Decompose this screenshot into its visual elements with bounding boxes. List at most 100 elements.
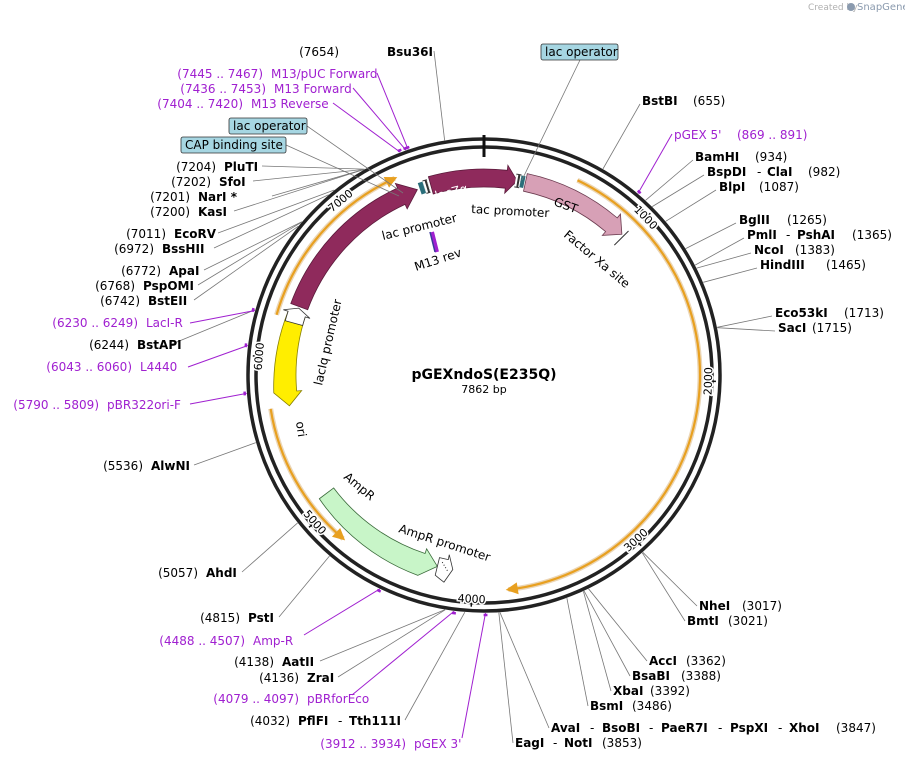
site-name: PspOMI	[143, 279, 194, 293]
credit-brand: SnapGene	[857, 2, 905, 13]
site-leader-line	[645, 159, 694, 201]
primer-pos: (7445 .. 7467)	[177, 67, 263, 81]
site-name: NotI	[564, 736, 593, 750]
site-name: NarI *	[198, 190, 238, 204]
primer-name: pBR322ori-F	[107, 398, 181, 412]
site-name: BamHI	[695, 150, 739, 164]
primer-name: M13/pUC Forward	[271, 67, 378, 81]
site-name: NcoI	[754, 243, 784, 257]
site-leader-line	[171, 309, 256, 345]
tick-label: 6000	[252, 342, 267, 371]
primer-leader-line	[303, 588, 381, 636]
orf-arc-gst-halo	[508, 178, 703, 593]
site-leader-line	[261, 165, 365, 170]
primer-pos: (6043 .. 6060)	[46, 360, 132, 374]
feature-lacZa-arrow	[427, 164, 518, 195]
orf-arc-ampr	[269, 408, 344, 540]
site-leader-line	[319, 609, 445, 662]
site-name: BsaBI	[632, 669, 670, 683]
tick-label: 5000	[301, 508, 329, 538]
site-leader-line	[337, 609, 446, 678]
primer-name: LacI-R	[146, 316, 183, 330]
site-sep: -	[778, 721, 782, 735]
site-leader-line	[197, 221, 302, 286]
site-pos: (982)	[808, 165, 840, 179]
cap-binding-leader	[285, 144, 400, 197]
tick-label: 2000	[702, 367, 716, 395]
site-leader-line	[213, 194, 329, 249]
site-name: ZraI	[307, 671, 334, 685]
orf-arc-gst	[508, 179, 702, 591]
site-pos: (3388)	[681, 669, 721, 683]
site-name: NheI	[699, 599, 730, 613]
feature-lacI-label: lacI	[334, 252, 354, 276]
site-pos: (1087)	[759, 180, 799, 194]
site-leader-line	[694, 237, 745, 266]
site-name: BspDI	[707, 165, 746, 179]
site-leader-line	[583, 590, 631, 677]
orf-arc-laci	[275, 177, 396, 316]
site-sep: -	[786, 228, 790, 242]
site-pos: (7204)	[176, 160, 216, 174]
lac-operator-left-label: lac operator	[233, 119, 306, 133]
site-name: PflFI	[298, 714, 328, 728]
site-pos: (5536)	[103, 459, 143, 473]
site-leader-line	[203, 221, 303, 271]
site-name: PspXI	[730, 721, 768, 735]
feature-ampr-promoter-arrow	[434, 554, 454, 583]
site-sep: -	[718, 721, 722, 735]
site-name: AatII	[282, 655, 314, 669]
primer-name: pGEX 3'	[414, 737, 461, 751]
primer-binding-mark	[403, 146, 408, 151]
site-leader-line	[498, 612, 514, 744]
primer-leader-line	[637, 133, 673, 194]
site-pos: (6972)	[114, 242, 154, 256]
site-pos: (3017)	[742, 599, 782, 613]
site-name: PluTI	[224, 160, 258, 174]
primer-name: L4440	[140, 360, 177, 374]
primer-leader-line	[376, 72, 409, 150]
site-pos: (4032)	[250, 714, 290, 728]
site-pos: (7011)	[126, 227, 166, 241]
snapgene-logo-icon	[847, 3, 855, 11]
ampr-promoter-dots	[441, 561, 449, 573]
tick-label: 3000	[621, 526, 650, 555]
site-name: PmlI	[747, 228, 777, 242]
primer-name: M13 Forward	[274, 82, 352, 96]
tick-5000	[308, 520, 318, 528]
site-name: HindIII	[760, 258, 805, 272]
orf-arc-ampr-arrowhead	[331, 528, 346, 541]
site-leader-line	[566, 598, 589, 707]
site-pos: (1465)	[826, 258, 866, 272]
credit-prefix: Created by	[808, 3, 858, 13]
site-name: XhoI	[789, 721, 820, 735]
orf-arc-gst-arrowhead	[505, 582, 519, 595]
feature-tac-promoter-label: tac promoter	[471, 202, 550, 220]
site-name: EagI	[515, 736, 544, 750]
right-site-labels: BstBI (655) BamHI (934) BspDI - ClaI (98…	[515, 94, 892, 750]
site-pos: (7201)	[150, 190, 190, 204]
feature-ori-arrow	[273, 310, 306, 407]
primer-binding-mark	[397, 148, 402, 153]
feature-lac-promoter-label: lac promoter	[380, 211, 458, 243]
site-leader-line	[651, 174, 705, 207]
tac-promoter-stub	[514, 174, 522, 188]
site-name: BsmI	[590, 699, 623, 713]
site-pos: (6742)	[100, 294, 140, 308]
site-leader-line	[271, 169, 365, 197]
cap-binding-label: CAP binding site	[185, 138, 283, 152]
site-name: BssHII	[162, 242, 204, 256]
operator-mark-0	[417, 181, 427, 195]
feature-ampR-arrow	[318, 487, 438, 576]
site-sep: -	[590, 721, 594, 735]
site-leader-line	[582, 591, 612, 692]
leader-lines	[171, 50, 776, 744]
boxed-labels: lac operator lac operator CAP binding si…	[180, 43, 619, 154]
site-name: BsoBI	[602, 721, 640, 735]
lac-operator-left-leader	[306, 125, 404, 194]
site-name: PaeR7I	[661, 721, 708, 735]
site-sep: -	[338, 714, 342, 728]
site-name: BstBI	[642, 94, 678, 108]
site-name: BlpI	[719, 180, 745, 194]
primer-binding-mark	[376, 588, 382, 593]
